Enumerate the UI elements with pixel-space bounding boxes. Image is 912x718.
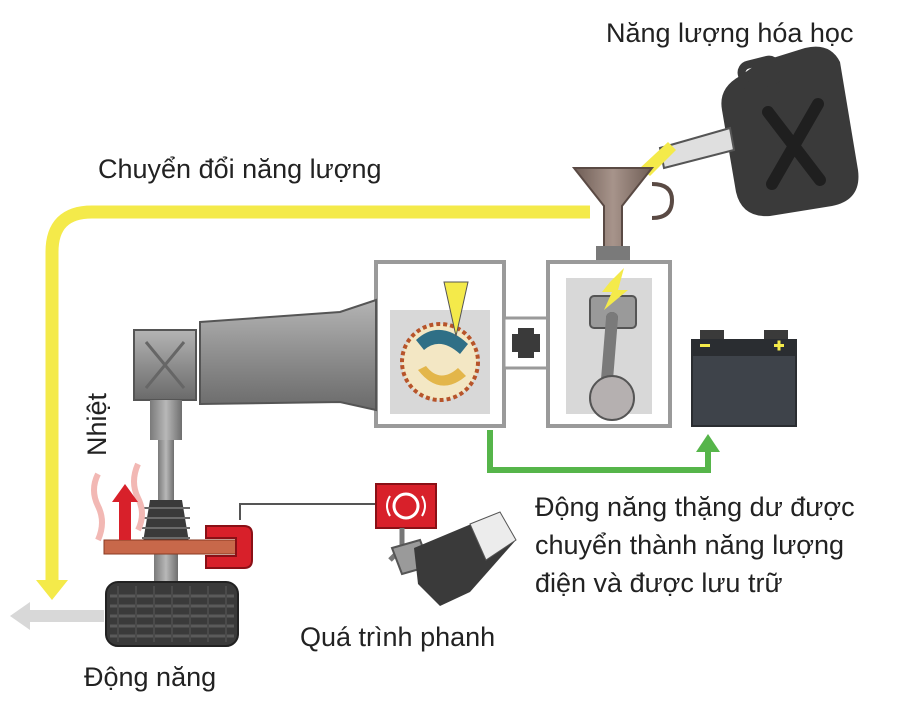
heat-arrow-icon (91, 462, 145, 542)
brake-pedal-icon (375, 483, 517, 606)
surplus-kinetic-line-3: điện và được lưu trữ (535, 568, 783, 598)
brake-caliper-icon (103, 525, 253, 569)
kinetic-energy-label: Động năng (84, 662, 217, 692)
surplus-kinetic-line-1: Động năng thặng dư được (535, 492, 855, 522)
kinetic-output-arrow (10, 602, 104, 630)
engine-piston-icon (546, 260, 672, 428)
chemical-energy-label: Năng lượng hóa học (606, 18, 854, 48)
surplus-kinetic-line-2: chuyển thành năng lượng (535, 530, 845, 560)
generator-icon (374, 260, 506, 428)
brake-line (239, 503, 376, 520)
charging-path (487, 430, 720, 473)
battery-icon (691, 330, 797, 427)
heat-label: Nhiệt (82, 392, 112, 456)
energy-conversion-label: Chuyển đổi năng lượng (98, 154, 382, 184)
surplus-kinetic-energy-label: Động năng thặng dư được chuyển thành năn… (535, 488, 905, 602)
coupling (502, 316, 550, 370)
funnel-icon (571, 167, 675, 260)
fuel-can-icon (640, 46, 859, 217)
tire-icon (105, 581, 239, 647)
braking-process-label: Quá trình phanh (300, 622, 496, 652)
energy-conversion-path (36, 205, 590, 600)
drive-shaft (133, 298, 377, 582)
